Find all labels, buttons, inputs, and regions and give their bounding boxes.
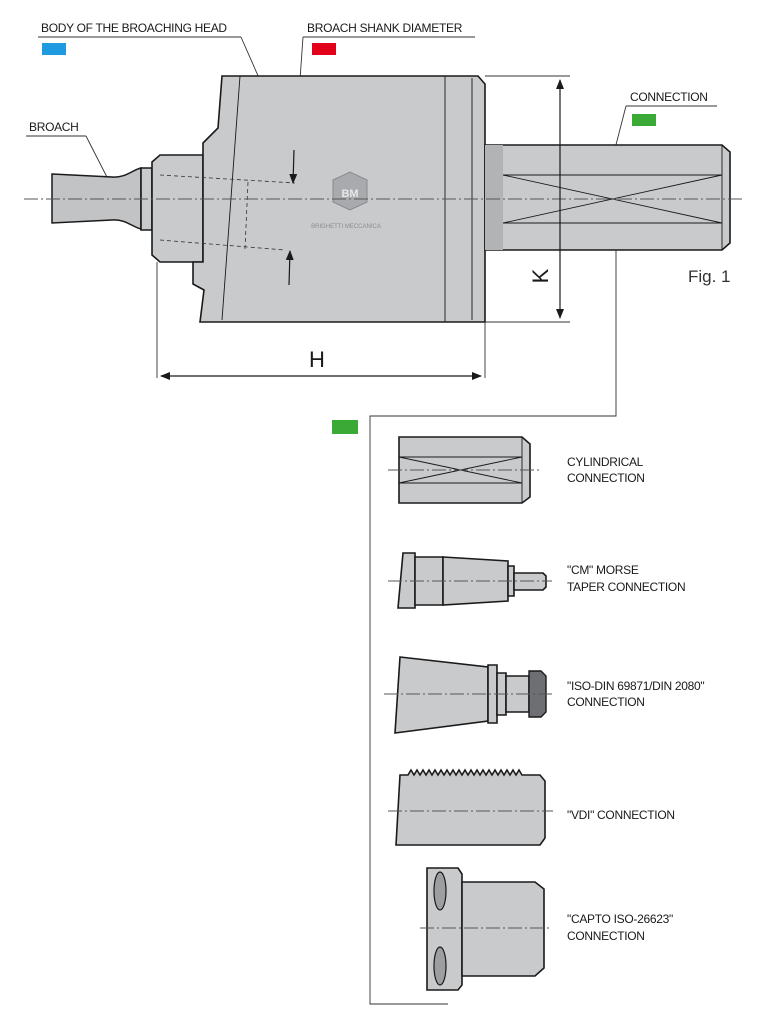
body-head-label: BODY OF THE BROACHING HEAD <box>41 21 227 35</box>
logo-name: BRIGHETTI MECCANICA <box>311 224 381 230</box>
vdi-label-1: "VDI" CONNECTION <box>567 808 675 822</box>
broaching-head-drawing: BM BRIGHETTI MECCANICA <box>24 75 745 323</box>
nose-cone <box>151 154 204 263</box>
dimension-h-label: H <box>309 347 325 372</box>
iso-din-label-2: CONNECTION <box>567 695 645 709</box>
morse-label-2: TAPER CONNECTION <box>567 580 685 594</box>
morse-taper-connection: "CM" MORSE TAPER CONNECTION <box>388 552 686 609</box>
dimension-k: K <box>485 75 570 323</box>
connection-label: CONNECTION <box>630 90 708 104</box>
cylindrical-label-1: CYLINDRICAL <box>567 455 644 469</box>
connection-options-panel: CYLINDRICAL CONNECTION "CM" MORSE TAPER … <box>332 250 705 1005</box>
dimension-h: H <box>156 262 486 380</box>
shank-diameter-dimension <box>285 149 298 286</box>
dimension-k-label: K <box>528 268 553 283</box>
brighetti-logo: BM BRIGHETTI MECCANICA <box>311 171 381 230</box>
label-body-of-broaching-head: BODY OF THE BROACHING HEAD <box>38 21 271 104</box>
capto-label-2: CONNECTION <box>567 929 645 943</box>
green-color-swatch <box>632 114 656 126</box>
label-connection: CONNECTION <box>609 90 717 169</box>
vdi-serrated-shaft <box>395 768 546 846</box>
iso-din-label-1: "ISO-DIN 69871/DIN 2080" <box>567 679 704 693</box>
vdi-connection: "VDI" CONNECTION <box>388 768 675 846</box>
broach-label: BROACH <box>29 120 79 134</box>
panel-bracket <box>369 250 617 1005</box>
capto-connection: "CAPTO ISO-26623" CONNECTION <box>420 867 673 991</box>
logo-initials: BM <box>341 188 358 200</box>
capto-label-1: "CAPTO ISO-26623" <box>567 912 673 926</box>
shank-diameter-label: BROACH SHANK DIAMETER <box>307 21 463 35</box>
red-color-swatch <box>312 43 336 55</box>
broach-tool <box>51 167 142 230</box>
label-broach: BROACH <box>26 120 112 186</box>
cylindrical-connection: CYLINDRICAL CONNECTION <box>388 436 645 504</box>
green-panel-swatch <box>332 420 358 434</box>
figure-number: Fig. 1 <box>688 267 731 286</box>
morse-label-1: "CM" MORSE <box>567 563 639 577</box>
blue-color-swatch <box>42 43 66 55</box>
iso-din-connection: "ISO-DIN 69871/DIN 2080" CONNECTION <box>384 656 705 734</box>
cylindrical-label-2: CONNECTION <box>567 471 645 485</box>
